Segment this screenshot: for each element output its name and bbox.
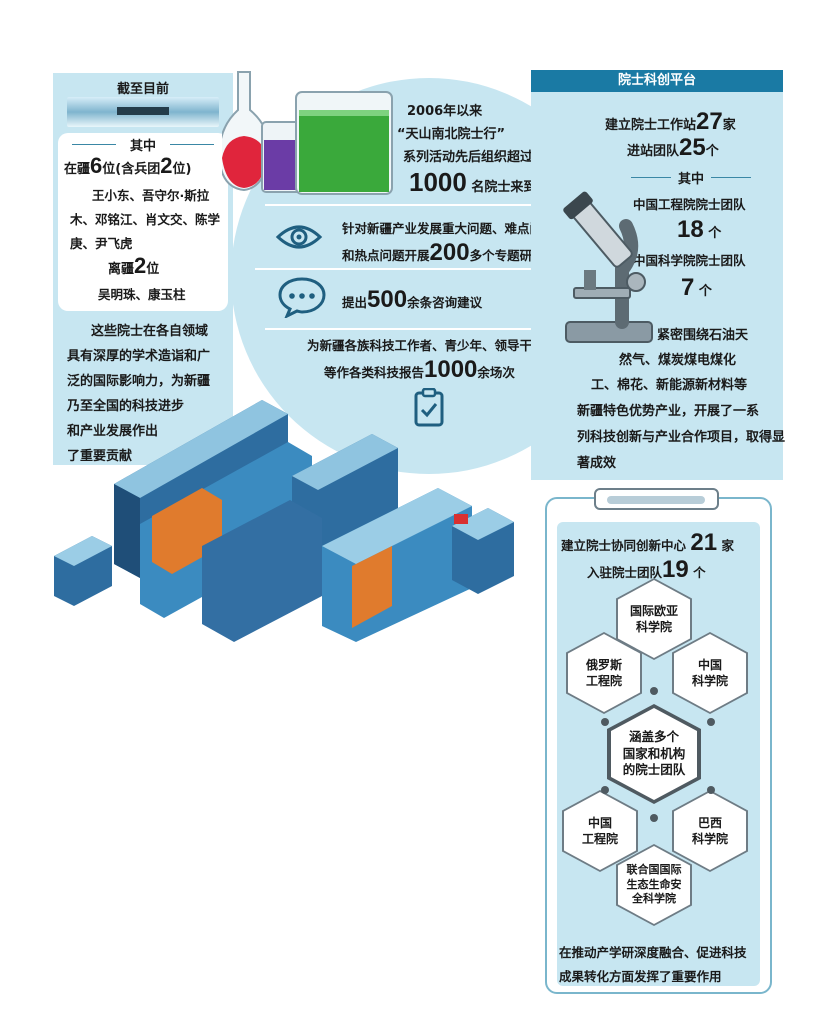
team-line: 进站团队25个 [627, 134, 719, 161]
right-desc-line: 著成效 [577, 456, 617, 471]
left-title: 截至目前 [116, 82, 169, 97]
names-line: 木、邓铭江、肖文交、陈学 [70, 212, 221, 227]
right-desc-line: 列科技创新与产业合作项目，取得显 [577, 430, 786, 445]
ice-banner-image [67, 97, 219, 127]
top-line: “天山南北院士行” [397, 127, 506, 142]
left-desc-line: 了重要贡献 [67, 449, 133, 464]
center-count-line: 建立院士协同创新中心 21 家 [561, 529, 734, 556]
microscope-illustration [563, 191, 653, 343]
left-desc-line: 具有深厚的学术造诣和广 [67, 349, 211, 364]
workstation-line: 建立院士工作站27家 [605, 108, 736, 135]
report-line: 等作各类科技报告1000余场次 [324, 356, 515, 383]
names-line: 庚、尹飞虎 [70, 236, 133, 251]
right-panel: 院士科创平台 建立院士工作站27家 进站团队25个 其中 中国工程院院士团队 1… [531, 70, 786, 480]
cas-team-count: 7 个 [681, 274, 712, 301]
right-sub-heading: 其中 [677, 172, 704, 187]
hex-un-ecology-academy: 联合国国际生态生命安全科学院 [616, 844, 692, 926]
resident-team-line: 入驻院士团队19 个 [587, 556, 706, 583]
left-sub-heading: 其中 [129, 139, 156, 154]
hex-cae: 中国工程院 [562, 790, 638, 872]
right-header: 院士科创平台 [531, 70, 783, 92]
right-desc-line: 新疆特色优势产业，开展了一系 [577, 404, 760, 419]
xinjiang-count-line: 在疆6位(含兵团2位) [64, 153, 192, 178]
left-desc-line: 泛的国际影响力，为新疆 [67, 374, 211, 389]
innovation-center-panel: 建立院士协同创新中心 21 家 入驻院士团队19 个 国际欧亚科学院 俄罗斯工程… [557, 522, 760, 986]
left-desc-line: 乃至全国的科技进步 [67, 399, 185, 414]
right-desc-line: 工、棉花、新能源新材料等 [591, 378, 748, 393]
right-desc-line: 然气、煤炭煤电煤化 [619, 353, 737, 368]
left-desc-line: 这些院士在各自领域 [91, 324, 209, 339]
beakers-illustration [222, 71, 393, 195]
cae-team-label: 中国工程院院士团队 [633, 197, 746, 212]
card-footer-line: 在推动产学研深度融合、促进科技 [559, 945, 747, 960]
hex-center: 涵盖多个国家和机构的院士团队 [607, 704, 701, 804]
advice-line: 提出500余条咨询建议 [342, 286, 483, 313]
hex-russian-engineering: 俄罗斯工程院 [566, 632, 642, 714]
report-line: 为新疆各族科技工作者、青少年、领导干部 [307, 338, 545, 353]
research-line: 和热点问题开展200多个专题研究 [342, 239, 545, 266]
chat-bubble-icon [278, 277, 326, 318]
left-desc-line: 和产业发展作出 [67, 424, 159, 439]
eye-icon [275, 225, 323, 249]
clipboard-check-icon [414, 388, 444, 427]
xinjiang-academician-box: 其中 在疆6位(含兵团2位) 王小东、吾守尔·斯拉 木、邓铭江、肖文交、陈学 庚… [58, 133, 228, 311]
names-line: 王小东、吾守尔·斯拉 [92, 188, 210, 203]
card-footer-line: 成果转化方面发挥了重要作用 [559, 969, 722, 984]
top-line: 系列活动先后组织超过 [403, 150, 534, 165]
left-panel: 截至目前 其中 在疆6位(含兵团2位) 王小东、吾守尔·斯拉 木、邓铭江、肖文交… [53, 73, 233, 465]
hex-brazil-academy: 巴西科学院 [672, 790, 748, 872]
cae-team-count: 18 个 [677, 216, 722, 243]
away-count-line: 离疆2位 [108, 253, 160, 278]
cas-team-label: 中国科学院院士团队 [633, 253, 746, 268]
away-names-line: 吴明珠、康玉柱 [98, 287, 186, 302]
buildings-illustration [54, 400, 514, 642]
top-line: 2006年以来 [407, 104, 483, 119]
research-line: 针对新疆产业发展重大问题、难点问题 [342, 221, 555, 236]
right-desc-line: 紧密围绕石油天 [657, 328, 749, 343]
hex-cas: 中国科学院 [672, 632, 748, 714]
